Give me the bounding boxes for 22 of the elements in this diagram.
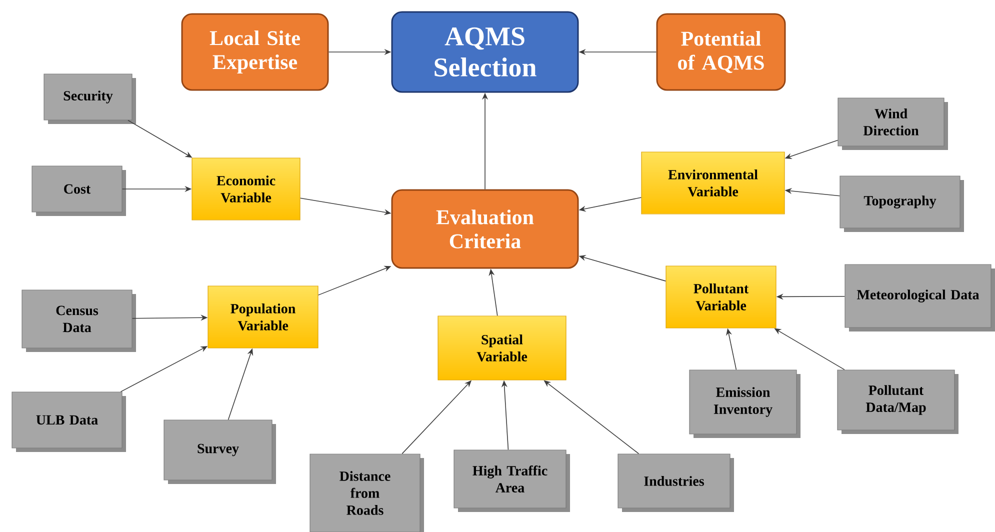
title-box: Evaluation Criteria <box>391 189 579 269</box>
factor-box: Topography <box>840 176 964 232</box>
factor-box: Census Data <box>22 290 136 352</box>
variable-box: Population Variable <box>208 286 318 348</box>
factor-box: Security <box>44 74 136 124</box>
title-box: Potential of AQMS <box>656 13 786 91</box>
title-box: AQMS Selection <box>391 11 579 93</box>
variable-box: Spatial Variable <box>438 316 566 380</box>
factor-box: Distance from Roads <box>310 454 424 532</box>
variable-box: Pollutant Variable <box>666 266 776 328</box>
variable-box: Economic Variable <box>192 158 300 220</box>
factor-box: Cost <box>32 166 126 216</box>
factor-box: Wind Direction <box>838 98 948 150</box>
factor-box: Meteorological Data <box>844 264 995 332</box>
factor-box: Pollutant Data/Map <box>837 370 958 434</box>
factor-box: Industries <box>618 454 734 512</box>
factor-box: Emission Inventory <box>689 370 800 438</box>
factor-box: High Traffic Area <box>454 450 570 512</box>
title-box: Local Site Expertise <box>181 13 329 91</box>
factor-box: ULB Data <box>12 392 126 452</box>
variable-box: Environmental Variable <box>641 152 785 214</box>
factor-box: Survey <box>164 420 276 484</box>
